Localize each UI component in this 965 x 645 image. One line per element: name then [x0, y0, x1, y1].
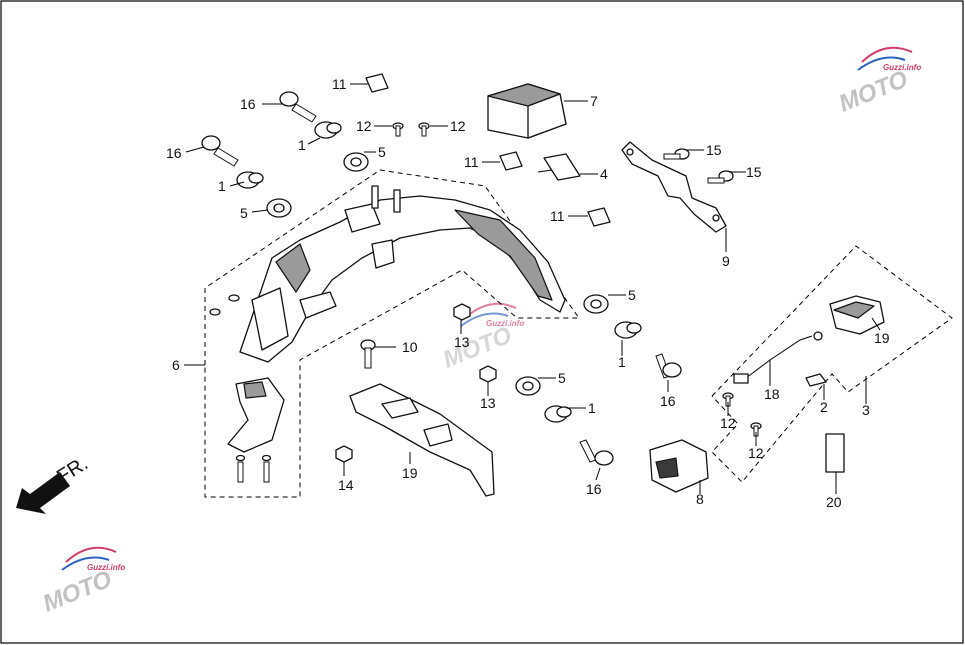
callout-12: 12: [450, 118, 466, 134]
front-direction-arrow: FR.: [16, 453, 92, 514]
watermark-top-right: MOTO Guzzi.info: [835, 46, 921, 118]
plate-part-4: [537, 153, 581, 181]
group-outline-license-light: [711, 245, 953, 483]
rear-fender-part-6: [239, 185, 566, 363]
bracket-part-9: [621, 141, 727, 233]
bulb-part-2: [805, 373, 827, 387]
watermark-center: MOTO Guzzi.info: [439, 302, 524, 374]
callout-5: 5: [378, 144, 386, 160]
clip-part-11: [365, 73, 611, 227]
screw-part-12: [392, 122, 762, 437]
callout-16: 16: [240, 96, 256, 112]
screw-part-15: [663, 148, 734, 184]
callout-16: 16: [166, 145, 182, 161]
callout-12: 12: [356, 118, 372, 134]
callout-1: 1: [218, 178, 226, 194]
lamp-part-8: [649, 439, 709, 493]
callout-8: 8: [696, 491, 704, 507]
callout-1: 1: [588, 400, 596, 416]
callout-labels: 11 16 16 1 1 5 5 12 12 7 11 4 11 15 15 9…: [166, 76, 890, 510]
callout-6: 6: [172, 357, 180, 373]
callout-2: 2: [820, 399, 828, 415]
bracket-part-19: [349, 383, 495, 497]
callout-15: 15: [706, 142, 722, 158]
callout-16: 16: [660, 393, 676, 409]
collar-part-1: [236, 121, 642, 423]
callout-16: 16: [586, 481, 602, 497]
callout-13: 13: [454, 334, 470, 350]
nut-part-14: [335, 445, 353, 463]
grommet-part-5: [266, 152, 609, 396]
callout-11: 11: [550, 208, 565, 224]
watermark-tagline: Guzzi.info: [87, 563, 125, 572]
callout-3: 3: [862, 402, 870, 418]
callout-1: 1: [618, 354, 626, 370]
callout-18: 19: [874, 330, 890, 346]
callout-12: 12: [720, 415, 736, 431]
callout-5: 5: [558, 370, 566, 386]
group-outline-rear-fender: [204, 169, 580, 498]
callout-1: 1: [298, 137, 306, 153]
watermark-brand: MOTO: [39, 566, 116, 618]
leader-lines: [184, 83, 881, 494]
case-part-7: [487, 83, 567, 139]
callout-14: 14: [338, 477, 354, 493]
tape-part-20: [825, 433, 845, 473]
bolt-part-16: [201, 91, 682, 466]
callout-19: 19: [402, 465, 418, 481]
callout-5: 5: [240, 205, 248, 221]
watermark-brand: MOTO: [835, 66, 912, 118]
harness-part-17: [733, 331, 823, 384]
callout-7: 7: [590, 93, 598, 109]
callout-9: 9: [722, 253, 730, 269]
bolt-part-10: [360, 339, 376, 369]
callout-4: 4: [600, 166, 608, 182]
mudflap-part-6: [209, 294, 285, 483]
callout-5: 5: [628, 287, 636, 303]
watermark-bottom-left: MOTO Guzzi.info: [39, 546, 125, 618]
watermark-tagline: Guzzi.info: [486, 319, 524, 328]
lens-part-18: [829, 295, 885, 335]
watermark-brand: MOTO: [439, 322, 516, 374]
callout-12: 12: [748, 445, 764, 461]
callout-11: 11: [332, 76, 347, 92]
callout-10: 10: [402, 339, 418, 355]
watermark-tagline: Guzzi.info: [883, 63, 921, 72]
callout-11: 11: [464, 154, 479, 170]
callout-17: 18: [764, 386, 780, 402]
callout-15: 15: [746, 164, 762, 180]
nut-part-13: [453, 303, 497, 383]
callout-20: 20: [826, 494, 842, 510]
callout-13: 13: [480, 395, 496, 411]
